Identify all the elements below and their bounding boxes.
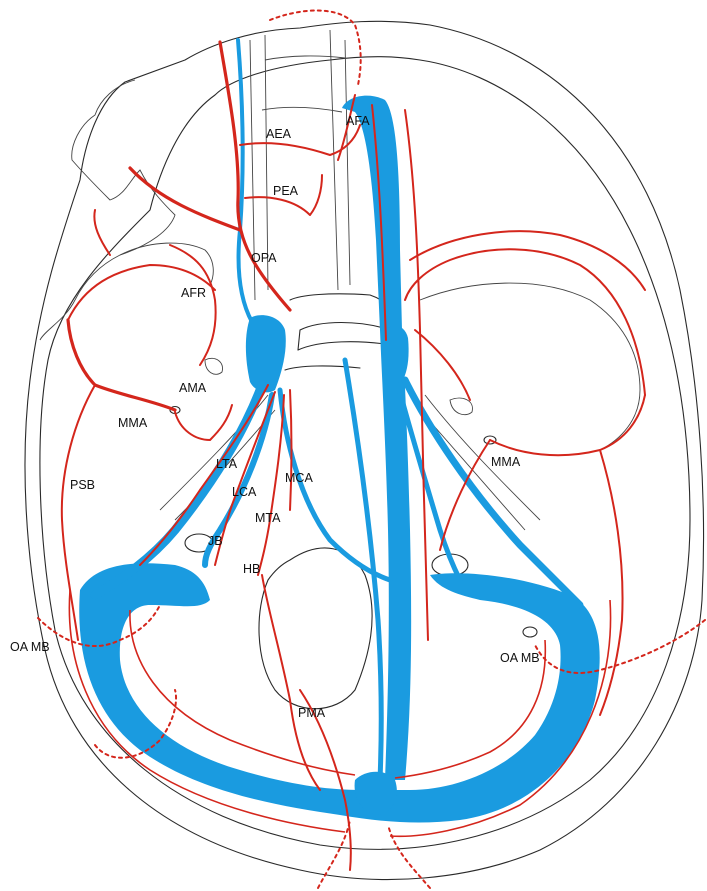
occipital-sinus	[345, 360, 381, 780]
left-mma-trunk	[68, 320, 175, 410]
label-pea: PEA	[273, 184, 299, 198]
right-tentorial-branch	[415, 330, 470, 400]
ophthalmic-artery	[220, 42, 290, 310]
superior-sagittal-sinus	[342, 96, 411, 780]
transverse-sigmoid-sinus	[79, 563, 599, 822]
left-petrosquamosal-branch	[175, 405, 232, 440]
label-mma-right: MMA	[491, 455, 521, 469]
label-opa: OPA	[251, 251, 277, 265]
label-aea: AEA	[266, 127, 292, 141]
lacrimal-branch	[130, 168, 240, 230]
label-mta: MTA	[255, 511, 281, 525]
left-anterior-fossa-contour	[40, 80, 175, 340]
medial-tentorial-artery	[258, 395, 284, 575]
label-afa: AFA	[346, 114, 370, 128]
cribriform-plate-right	[330, 30, 350, 290]
cavernous-sinus-left	[246, 315, 286, 392]
vertex-dotted-branch	[270, 10, 361, 85]
label-ama: AMA	[179, 381, 207, 395]
right-petrous-ridge	[420, 395, 540, 530]
clivus-outline	[298, 323, 392, 351]
label-lta: LTA	[216, 457, 238, 471]
label-pma: PMA	[298, 706, 326, 720]
label-mma-left: MMA	[118, 416, 148, 430]
label-jb: JB	[208, 534, 223, 548]
mastoid-foramen-right	[523, 627, 537, 637]
foramen-magnum	[259, 548, 372, 709]
label-mca: MCA	[285, 471, 313, 485]
recurrent-meningeal-branch	[170, 245, 216, 365]
foramen-ovale-right	[450, 398, 472, 415]
label-hb: HB	[243, 562, 260, 576]
foramen-ovale-left	[205, 358, 223, 374]
right-mma-frontal-branch	[410, 231, 645, 290]
right-mma-anterior-branch	[405, 249, 645, 395]
right-middle-fossa-contour	[420, 283, 640, 450]
right-mma-trunk	[490, 395, 645, 455]
label-oa-mb-right: OA MB	[500, 651, 540, 665]
superior-ophthalmic-vein	[238, 40, 252, 322]
right-mma-parietal-branch	[600, 450, 623, 715]
label-afr: AFR	[181, 286, 206, 300]
label-psb: PSB	[70, 478, 95, 492]
label-lca: LCA	[232, 485, 257, 499]
left-mma-posterior	[94, 210, 110, 255]
label-oa-mb-left: OA MB	[10, 640, 50, 654]
